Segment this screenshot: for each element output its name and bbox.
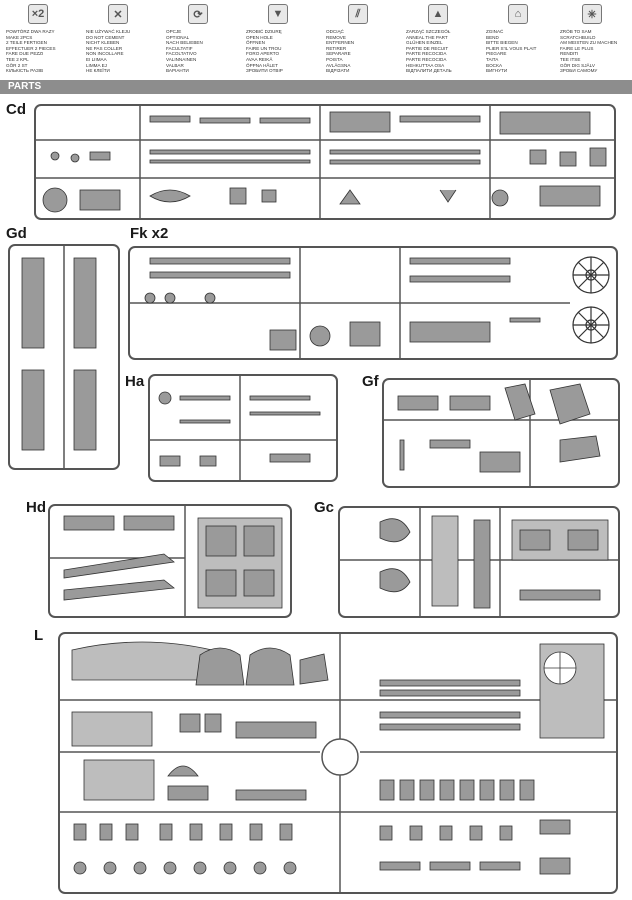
legend-text: ZROBIĆ DZIURĘ OPEN HOLE ÖFFNEN FAIRE UN … bbox=[246, 29, 283, 74]
legend-text: NIE UŻYWAĆ KLEJU DO NOT CEMENT NICHT KLE… bbox=[86, 29, 131, 74]
legend-item-anneal: ▲ ZARZĄĆ SZCZEGÓŁ ANNEAL THE PART GLÜHEN… bbox=[406, 4, 486, 74]
legend-item-bend: ⌂ ZGINAĆ BEND BITTE BIEGEN PLIER S'IL VO… bbox=[486, 4, 566, 74]
legend-item-open-hole: ▼ ZROBIĆ DZIURĘ OPEN HOLE ÖFFNEN FAIRE U… bbox=[246, 4, 326, 74]
legend-text: ZRÓB TO SAM SCRATCHBUILD AM MEISTEN ZU M… bbox=[560, 29, 618, 74]
legend-item-scratchbuild: ✳ ZRÓB TO SAM SCRATCHBUILD AM MEISTEN ZU… bbox=[560, 4, 632, 74]
legend-text: OPCJE OPTIONAL NACH BELIEBEN FACULTATIF … bbox=[166, 29, 203, 74]
parts-title: PARTS bbox=[8, 81, 42, 92]
legend-item-no-glue: ✕ NIE UŻYWAĆ KLEJU DO NOT CEMENT NICHT K… bbox=[86, 4, 166, 74]
legend-text: ODCIĄĆ REMOVE ENTFERNEN RETIRER SEPARARE… bbox=[326, 29, 355, 74]
legend-item-make-2: ×2 POWTÓRZ DWA RAZY MAKE 2pcs 2 TEILE FE… bbox=[6, 4, 86, 74]
parts-banner: PARTS bbox=[0, 80, 632, 94]
anneal-icon: ▲ bbox=[428, 4, 448, 24]
sprue-label-hd: Hd bbox=[26, 499, 46, 516]
no-glue-icon: ✕ bbox=[108, 4, 128, 24]
open-hole-icon: ▼ bbox=[268, 4, 288, 24]
sprue-label-ha: Ha bbox=[125, 373, 145, 390]
legend-text: POWTÓRZ DWA RAZY MAKE 2pcs 2 TEILE FERTI… bbox=[6, 29, 56, 74]
sprue-label-gc: Gc bbox=[314, 499, 335, 516]
optional-icon: ⟳ bbox=[188, 4, 208, 24]
legend-text: ZARZĄĆ SZCZEGÓŁ ANNEAL THE PART GLÜHEN E… bbox=[406, 29, 452, 74]
sprue-label-gd: Gd bbox=[6, 225, 27, 242]
legend-text: ZGINAĆ BEND BITTE BIEGEN PLIER S'IL VOUS… bbox=[486, 29, 537, 74]
scratchbuild-icon: ✳ bbox=[582, 4, 602, 24]
legend-item-remove: ⫽ ODCIĄĆ REMOVE ENTFERNEN RETIRER SEPARA… bbox=[326, 4, 406, 74]
x2-icon: ×2 bbox=[28, 4, 48, 24]
sprue-label-fk: Fk x2 bbox=[130, 225, 169, 242]
bend-icon: ⌂ bbox=[508, 4, 528, 24]
sprue-label-cd: Cd bbox=[6, 101, 26, 118]
remove-icon: ⫽ bbox=[348, 4, 368, 24]
sprue-label-gf: Gf bbox=[362, 373, 379, 390]
sprue-label-l: L bbox=[34, 627, 44, 644]
legend-item-optional: ⟳ OPCJE OPTIONAL NACH BELIEBEN FACULTATI… bbox=[166, 4, 246, 74]
symbol-legend: ×2 POWTÓRZ DWA RAZY MAKE 2pcs 2 TEILE FE… bbox=[0, 0, 632, 80]
